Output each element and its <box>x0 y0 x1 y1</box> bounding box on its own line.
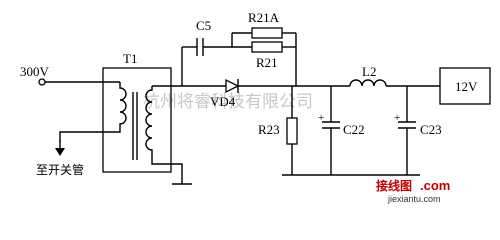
svg-text:+: + <box>318 112 324 124</box>
diode-vd4 <box>225 78 296 94</box>
circuit-diagram: 杭州将睿科技有限公司 <box>20 10 491 204</box>
label-r23: R23 <box>258 122 280 137</box>
svg-text:+: + <box>394 112 400 124</box>
label-c22: C22 <box>343 122 365 137</box>
site-logo: 接线图 .com jiexiantu.com <box>376 178 450 204</box>
switch-arrow <box>55 140 65 156</box>
inductor-l2 <box>349 79 440 87</box>
label-r21a: R21A <box>248 10 280 25</box>
label-switch-note: 至开关管 <box>36 162 84 177</box>
label-output-voltage: 12V <box>455 79 478 94</box>
transformer-t1 <box>59 67 183 184</box>
logo-text: 接线图 <box>376 178 412 193</box>
capacitor-c23: + <box>394 86 416 175</box>
top-rail <box>181 46 226 87</box>
label-r21: R21 <box>256 55 278 70</box>
watermark-text: 杭州将睿科技有限公司 <box>143 92 313 112</box>
label-transformer: T1 <box>123 51 137 66</box>
resistor-network <box>231 27 297 86</box>
label-l2: L2 <box>362 64 376 79</box>
output-box <box>439 67 491 105</box>
capacitor-c5 <box>196 38 232 56</box>
label-input-voltage: 300V <box>20 64 50 79</box>
label-c23: C23 <box>420 122 442 137</box>
logo-url: jiexiantu.com <box>387 194 441 204</box>
capacitor-c22: + <box>318 86 340 175</box>
input-terminal <box>38 78 120 86</box>
resistor-r23 <box>286 86 298 175</box>
label-vd4: VD4 <box>210 94 236 109</box>
label-c5: C5 <box>196 18 211 33</box>
schematic-svg: 杭州将睿科技有限公司 <box>20 10 491 204</box>
logo-domain: .com <box>420 178 450 193</box>
